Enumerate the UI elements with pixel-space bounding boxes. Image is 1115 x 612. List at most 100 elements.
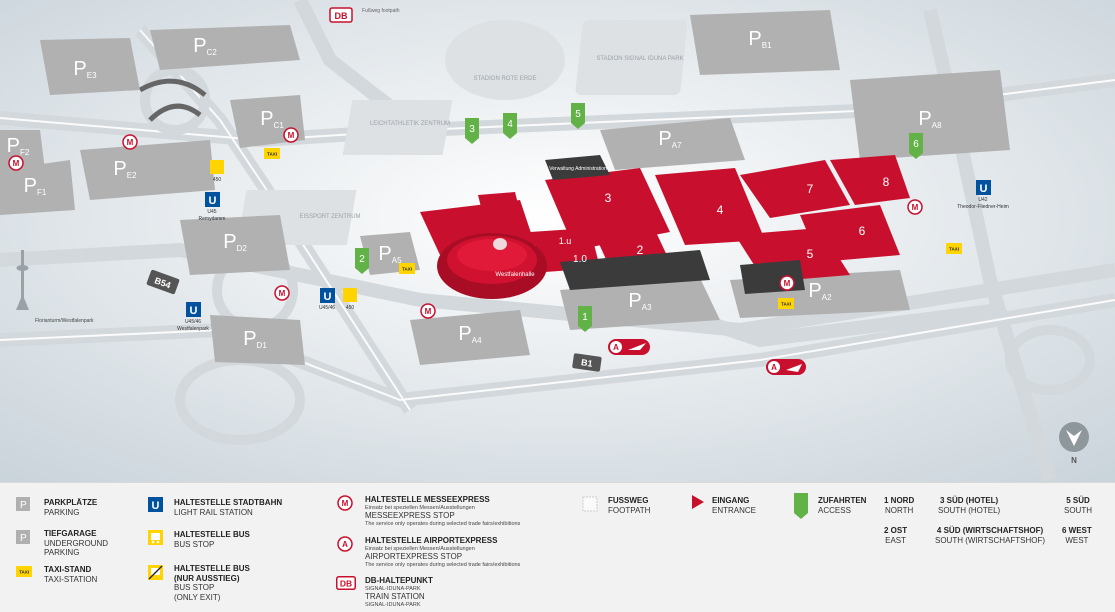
svg-text:M: M xyxy=(13,159,20,168)
access-marker xyxy=(503,113,517,139)
legend-garage-sub2: PARKING xyxy=(44,548,80,557)
dir-6-sub: WEST xyxy=(1065,535,1089,545)
airportexpress-icon: A xyxy=(337,536,353,552)
u42-name: Theodor-Fliedner-Heim xyxy=(957,204,1009,210)
parking-lot xyxy=(40,38,140,95)
parking-lot-label: PA8 xyxy=(918,108,942,130)
svg-text:A: A xyxy=(342,540,348,549)
bus-1-line: 450 xyxy=(213,177,222,183)
hall-5: 5 xyxy=(807,247,814,261)
legend-airport-title: HALTESTELLE AIRPORTEXPRESS xyxy=(365,536,498,545)
parking-lot-label: PA7 xyxy=(658,128,682,150)
legend-access-title: ZUFAHRTEN xyxy=(818,496,867,505)
legend-airport-note-de: Einsatz bei speziellen Messen/Ausstellun… xyxy=(365,545,475,552)
svg-text:M: M xyxy=(288,131,295,140)
hall-4: 4 xyxy=(717,203,724,217)
legend-messe-note-en: The service only operates during selecte… xyxy=(365,520,521,527)
access-number: 6 xyxy=(913,139,919,150)
svg-text:A: A xyxy=(771,363,777,372)
dir-6-title: 6 WEST xyxy=(1062,526,1092,535)
legend-lightrail-sub: LIGHT RAIL STATION xyxy=(174,507,253,517)
parking-lot-label: PC1 xyxy=(260,108,284,130)
florianturm-label: Florianturm/Westfalenpark xyxy=(35,318,94,324)
access-marker xyxy=(465,118,479,144)
parking-lot-label: PA4 xyxy=(458,323,482,345)
fairground-map: STADION ROTE ERDE STADION SIGNAL IDUNA P… xyxy=(0,0,1115,482)
svg-text:Fußweg footpath: Fußweg footpath xyxy=(362,8,400,14)
access-number: 3 xyxy=(469,124,475,135)
dir-2-sub: EAST xyxy=(885,535,907,545)
hall-8: 8 xyxy=(883,175,890,189)
interchange xyxy=(138,78,207,122)
access-marker xyxy=(909,133,923,159)
stadium-signal-iduna-label: STADION SIGNAL IDUNA PARK xyxy=(596,56,683,62)
u-westfalenpark-line: U45/46 xyxy=(185,319,201,325)
eissport-label: EISSPORT ZENTRUM xyxy=(299,214,360,220)
u42-line: U42 xyxy=(978,197,987,203)
legend-airport-sub: AIRPORTEXPRESS STOP xyxy=(365,552,463,561)
legend-busexit-sub2: (ONLY EXIT) xyxy=(174,592,221,602)
legend-db-title2: SIGNAL-IDUNA-PARK xyxy=(365,585,421,592)
dir-4-sub: SOUTH (WIRTSCHAFTSHOF) xyxy=(935,535,1046,545)
taxi-stands xyxy=(264,148,962,309)
bus-stops xyxy=(210,160,357,302)
svg-text:TAXI: TAXI xyxy=(19,570,29,575)
parking-lot xyxy=(0,160,75,215)
legend: P PARKPLÄTZE PARKING P TIEFGARAGE UNDERG… xyxy=(0,482,1115,612)
svg-text:U: U xyxy=(152,500,160,512)
dir-5-title: 5 SÜD xyxy=(1066,496,1090,505)
underground-parking-icon: P xyxy=(16,530,30,544)
taxi-icon: TAXI xyxy=(16,566,32,577)
u-remydamm-line: U45 xyxy=(207,209,216,215)
messeexpress-stops xyxy=(8,127,923,319)
parking-lot xyxy=(850,70,1010,160)
legend-footpath-sub: FOOTPATH xyxy=(608,505,651,515)
legend-messe-note-de: Einsatz bei speziellen Messen/Ausstellun… xyxy=(365,504,475,511)
dir-3-sub: SOUTH (HOTEL) xyxy=(938,505,1001,515)
parking-lot-label: PD1 xyxy=(243,328,267,350)
svg-text:M: M xyxy=(425,307,432,316)
db-station-top: DB Fußweg footpath xyxy=(329,7,400,23)
svg-text:P: P xyxy=(20,533,27,544)
tv-tower-icon xyxy=(16,250,29,310)
legend-messe-sub: MESSEEXPRESS STOP xyxy=(365,511,455,520)
hall-1-u: 1.u xyxy=(559,236,572,246)
bus-exit-icon xyxy=(148,565,163,580)
exhibition-halls xyxy=(420,155,910,299)
svg-text:DB: DB xyxy=(335,11,348,21)
svg-text:M: M xyxy=(127,138,134,147)
hall-7: 7 xyxy=(807,182,814,196)
compass-icon: N xyxy=(1059,422,1089,465)
legend-messe-title: HALTESTELLE MESSEEXPRESS xyxy=(365,495,490,504)
svg-text:P: P xyxy=(20,500,27,511)
legend-busexit-sub: BUS STOP xyxy=(174,583,215,592)
light-rail-stations: U U U U xyxy=(186,180,991,317)
hall-2: 2 xyxy=(637,243,644,257)
parking-lot-label: PC2 xyxy=(193,35,217,57)
legend-db-sub2: SIGNAL-IDUNA-PARK xyxy=(365,601,421,608)
taxi-label-2: TAXI xyxy=(402,267,412,272)
parking-lot xyxy=(150,25,300,70)
light-rail-icon: U xyxy=(148,497,163,512)
legend-lightrail-title: HALTESTELLE STADTBAHN xyxy=(174,498,283,507)
parking-lot-label: PD2 xyxy=(223,231,247,253)
parking-lot xyxy=(410,310,530,365)
legend-db-title: DB-HALTEPUNKT xyxy=(365,576,433,585)
legend-entrance-title: EINGANG xyxy=(712,496,750,505)
bus-2-line: 450 xyxy=(346,305,355,311)
u-remydamm-name: Remydamm xyxy=(199,216,226,222)
legend-access-sub: ACCESS xyxy=(818,505,851,515)
access-marker xyxy=(355,248,369,274)
legend-garage-title: TIEFGARAGE xyxy=(44,529,97,538)
parking-lot xyxy=(210,315,305,365)
dir-1-sub: NORTH xyxy=(884,505,914,515)
u-westfalenhallen-line: U45/46 xyxy=(319,305,335,311)
legend-taxi-sub: TAXI-STATION xyxy=(44,574,98,584)
access-marker xyxy=(578,306,592,332)
parking-lot xyxy=(80,140,215,200)
parking-lot-label: PA3 xyxy=(628,290,652,312)
footpath-icon xyxy=(582,496,598,512)
svg-text:U: U xyxy=(190,305,198,317)
